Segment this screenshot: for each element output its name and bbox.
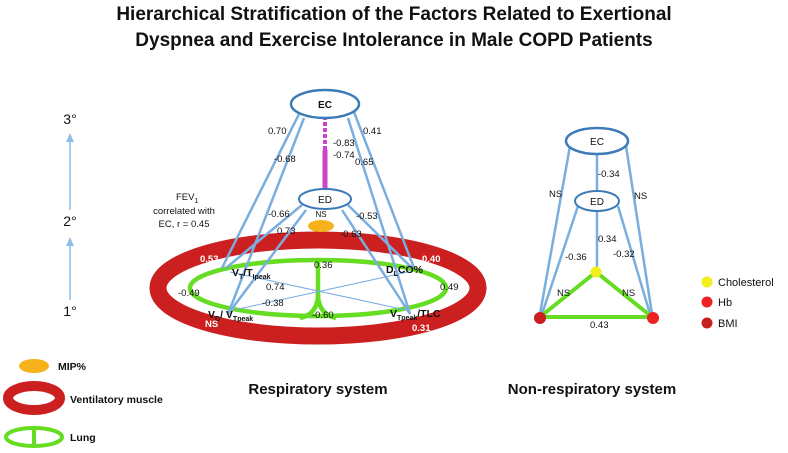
coef-nr-ed-hb: -0.32 xyxy=(613,249,635,260)
coef-ec-dl: 0.41 xyxy=(363,126,382,137)
non-resp-legend: Cholesterol Hb BMI xyxy=(701,276,774,330)
coef-nr-ed-chol: 0.34 xyxy=(598,234,617,245)
legend-hb-label: Hb xyxy=(718,297,732,309)
mip-node xyxy=(308,220,334,232)
coef-ed-dl: -0.53 xyxy=(356,211,378,222)
fev1-note: FEV1 correlated with EC, r = 0.45 xyxy=(153,192,215,230)
ec-node xyxy=(289,88,361,120)
vt-ti-node: VT/TIpeak xyxy=(232,267,271,281)
level-1-label: 1° xyxy=(63,303,76,319)
coef-vt-vtt: 0.74 xyxy=(266,282,285,293)
coef-ed-vd: 0.73 xyxy=(277,226,296,237)
non-resp-ec-node xyxy=(564,126,630,156)
respiratory-system-label: Respiratory system xyxy=(248,381,387,398)
coef-muscle-vtt: 0.31 xyxy=(412,323,431,334)
legend-mip-swatch xyxy=(19,359,49,373)
coef-nr-ec-ed: -0.34 xyxy=(598,169,620,180)
coef-ec-vt: 0.70 xyxy=(268,126,287,137)
non-resp-ed-node xyxy=(574,190,620,212)
respiratory-diagram: EC ED NS VT/TIpeak DLCO% VD/ VTpeak VTpe… xyxy=(149,88,487,398)
coef-ed-vt: -0.66 xyxy=(268,209,290,220)
title-line-2: Dyspnea and Exercise Intolerance in Male… xyxy=(135,30,652,51)
legend-bmi-swatch xyxy=(701,317,713,329)
legend-bmi-label: BMI xyxy=(718,318,738,330)
legend-muscle-label: Ventilatory muscle xyxy=(70,394,163,406)
fev1-line-3: EC, r = 0.45 xyxy=(159,219,210,230)
ed-node xyxy=(298,188,352,210)
coef-nr-ec-left: NS xyxy=(549,189,562,200)
vd-vt-node: VD/ VTpeak xyxy=(208,309,253,323)
ec-links xyxy=(220,111,416,315)
fev1-line-2: correlated with xyxy=(153,206,215,217)
non-resp-ec-label: EC xyxy=(590,137,604,148)
non-respiratory-diagram: EC ED -0.34 NS NS 0.34 -0.32 -0.36 NS NS… xyxy=(508,126,676,398)
coef-nr-ed-bmi: -0.36 xyxy=(565,252,587,263)
coef-nr-chol-bmi: NS xyxy=(557,288,570,299)
arrow-head-2 xyxy=(66,237,74,246)
cross-links xyxy=(229,271,409,311)
legend-lung-label: Lung xyxy=(70,432,96,444)
legend-mip-label: MIP% xyxy=(58,361,87,373)
level-2-label: 2° xyxy=(63,213,76,229)
coef-nr-ec-right: NS xyxy=(634,191,647,202)
arrow-head-3 xyxy=(66,133,74,142)
bmi-node xyxy=(534,312,546,324)
coef-vt-vd: -0.49 xyxy=(178,288,200,299)
legend-cholesterol-swatch xyxy=(701,276,713,288)
coef-muscle-dl: 0.40 xyxy=(422,254,441,265)
coef-ec-ed-1: -0.83 xyxy=(333,138,355,149)
coef-vt-dl: 0.36 xyxy=(314,260,333,271)
coef-ed-vtt: -0.63 xyxy=(340,229,362,240)
coef-ec-ed-2: -0.74 xyxy=(333,150,355,161)
cholesterol-node xyxy=(590,266,602,278)
ed-links xyxy=(225,204,413,315)
non-resp-triangle xyxy=(534,269,658,319)
legend-muscle-swatch xyxy=(3,381,65,415)
coef-dl-vtt: 0.49 xyxy=(440,282,459,293)
main-legend: MIP% Ventilatory muscle Lung xyxy=(3,359,163,448)
fev1-label: FEV1 xyxy=(176,192,198,205)
ed-node-label: ED xyxy=(318,195,332,206)
ec-node-label: EC xyxy=(318,100,332,111)
hb-node xyxy=(647,312,659,324)
non-respiratory-system-label: Non-respiratory system xyxy=(508,381,676,398)
dlco-node: DLCO% xyxy=(386,264,424,278)
legend-hb-swatch xyxy=(701,296,713,308)
non-resp-ed-label: ED xyxy=(590,197,604,208)
coef-ec-vtt: 0.65 xyxy=(355,157,374,168)
coef-ec-vd: -0.68 xyxy=(274,154,296,165)
coef-vd-vtt: -0.60 xyxy=(312,310,334,321)
level-3-label: 3° xyxy=(63,111,76,127)
coef-muscle-vd: NS xyxy=(205,319,218,330)
coef-dl-vd: -0.38 xyxy=(262,298,284,309)
mip-ns-label: NS xyxy=(315,210,326,219)
coef-muscle-vt: 0.53 xyxy=(200,254,219,265)
non-resp-links xyxy=(538,145,654,315)
title-line-1: Hierarchical Stratification of the Facto… xyxy=(116,4,671,25)
coef-nr-bmi-hb: 0.43 xyxy=(590,320,609,331)
level-axis: 3° 2° 1° xyxy=(63,111,76,319)
vt-tlc-node: VTpeak/TLC xyxy=(390,308,441,322)
ventilatory-muscle-ring xyxy=(149,231,487,345)
coef-nr-chol-hb: NS xyxy=(622,288,635,299)
lung-shape xyxy=(187,257,449,321)
legend-cholesterol-label: Cholesterol xyxy=(718,277,774,289)
